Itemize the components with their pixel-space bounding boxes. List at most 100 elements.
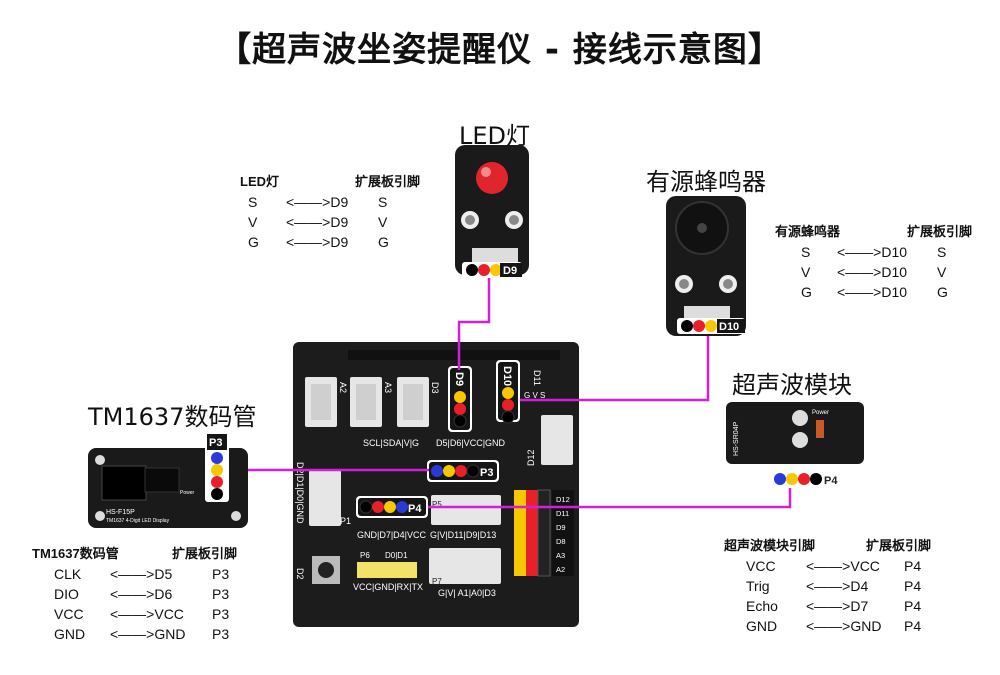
d9-board-plug: D9: [448, 366, 472, 432]
board-label-d11: D11: [532, 370, 542, 386]
connector-d3: [397, 377, 429, 427]
tm1637-power: Power: [180, 490, 195, 496]
buzzer-arrow: <——>D10: [837, 264, 908, 280]
ultrasonic-table-head-module: 超声波模块引脚: [724, 538, 816, 553]
tm1637-model: HS-F15P: [106, 509, 135, 516]
led-board: G: [378, 234, 389, 250]
d10-board-plug: D10: [496, 360, 520, 424]
tm1637-arrow: <——>D6: [110, 586, 173, 602]
page-title: 【超声波坐姿提醒仪 - 接线示意图】: [217, 30, 783, 70]
buzzer-board: V: [937, 264, 947, 280]
ultrasonic-arrow: <——>VCC: [806, 558, 880, 574]
right-pin-3: D8: [556, 537, 566, 546]
led-pin: V: [248, 214, 258, 230]
buzzer-title: 有源蜂鸣器: [646, 168, 766, 196]
buzzer-arrow: <——>D10: [837, 244, 908, 260]
buzzer-board: S: [937, 244, 947, 260]
tm1637-board: P3: [212, 586, 230, 602]
board-label-p7: P7: [432, 577, 442, 586]
led-pin: G: [248, 234, 259, 250]
buzzer-arrow: <——>D10: [837, 284, 908, 300]
ultrasonic-tag: P4: [824, 475, 838, 487]
board-label-p6: P6: [360, 551, 370, 560]
right-pin-headers: [514, 489, 574, 577]
d10-plug-label: D10: [501, 366, 513, 386]
tm1637-title: TM1637数码管: [88, 403, 257, 431]
board-label-d12: D12: [526, 449, 536, 466]
p4-board-plug: P4: [356, 496, 428, 518]
tm1637-tag: P3: [209, 437, 222, 449]
led-arrow: <——>D9: [286, 194, 349, 210]
buzzer-tag: D10: [719, 321, 739, 333]
led-table-head-module: LED灯: [240, 174, 280, 189]
ultrasonic-table-head-board: 扩展板引脚: [866, 538, 932, 553]
wire-ultrasonic-p4: [428, 487, 792, 509]
wire-led-d9: [457, 274, 491, 370]
tm1637-arrow: <——>VCC: [110, 606, 184, 622]
right-pin-4: A3: [556, 551, 565, 560]
board-label-gvs: G V S: [524, 391, 545, 400]
buzzer-module: D10: [666, 196, 746, 336]
led-arrow: <——>D9: [286, 214, 349, 230]
board-label-p1: P1: [340, 516, 351, 526]
led-table-head-board: 扩展板引脚: [355, 174, 421, 189]
ultrasonic-power: Power: [812, 410, 829, 416]
led-tag: D9: [503, 265, 517, 277]
buzzer-pin: S: [801, 244, 811, 260]
buzzer-board: G: [937, 284, 948, 300]
led-arrow: <——>D9: [286, 234, 349, 250]
board-label-d2: D2: [295, 568, 305, 580]
buzzer-pin: G: [801, 284, 812, 300]
ultrasonic-title: 超声波模块: [732, 371, 852, 399]
wire-buzzer-d10: [520, 334, 710, 402]
ultrasonic-board: P4: [904, 578, 922, 594]
tm1637-table-head-module: TM1637数码管: [32, 546, 119, 561]
board-label-p4-header: GND|D7|D4|VCC: [357, 530, 427, 540]
buzzer-pin: V: [801, 264, 811, 280]
led-board: V: [378, 214, 388, 230]
ultrasonic-board: P4: [904, 558, 922, 574]
board-label-p5: P5: [432, 500, 442, 509]
led-pin: S: [248, 194, 258, 210]
board-label-a3: A3: [383, 382, 393, 393]
board-label-p6-header: VCC|GND|RX|TX: [353, 582, 423, 592]
ultrasonic-arrow: <——>D4: [806, 578, 869, 594]
d9-plug-label: D9: [453, 372, 465, 386]
buzzer-table-head-board: 扩展板引脚: [907, 224, 973, 239]
tm1637-pin: GND: [54, 626, 86, 642]
ultrasonic-board: P4: [904, 598, 922, 614]
led-board: S: [378, 194, 388, 210]
right-pin-5: A2: [556, 565, 565, 574]
tm1637-arrow: <——>D5: [110, 566, 173, 582]
board-label-p5-header: G|V|D11|D9|D13: [430, 530, 496, 540]
wires: [235, 274, 792, 509]
tm1637-desc: TM1637 4-Digit LED Display: [106, 518, 170, 524]
ultrasonic-pin: Trig: [746, 578, 770, 594]
led-module: D9: [455, 145, 529, 278]
ultrasonic-arrow: <——>GND: [806, 618, 882, 634]
p4-plug-label: P4: [408, 503, 422, 515]
tm1637-pin: DIO: [54, 586, 79, 602]
buzzer-table-head-module: 有源蜂鸣器: [775, 224, 841, 239]
board-label-p1-header: D2|D1|D0|GND: [295, 462, 305, 524]
ultrasonic-pin: Echo: [746, 598, 778, 614]
board-label-d3: D3: [430, 382, 440, 394]
tm1637-module: HS-F15P TM1637 4-Digit LED Display Power…: [88, 432, 248, 528]
right-pin-1: D11: [556, 509, 569, 518]
right-pin-0: D12: [556, 495, 570, 504]
right-pin-2: D9: [556, 523, 566, 532]
connector-a2: [305, 377, 337, 427]
board-label-a2: A2: [338, 382, 348, 393]
tm1637-pin: CLK: [54, 566, 82, 582]
ultrasonic-pin: GND: [746, 618, 778, 634]
board-label-p6-sub: D0|D1: [385, 551, 408, 560]
p3-board-plug: P3: [427, 460, 499, 482]
tm1637-arrow: <——>GND: [110, 626, 186, 642]
ultrasonic-board: P4: [904, 618, 922, 634]
ultrasonic-module: HS-SR04P Power P4: [726, 402, 864, 488]
expansion-board: A2 A3 D3 D11 SCL|SDA|V|G D5|D6|VCC|GND D…: [293, 342, 579, 627]
ultrasonic-chip: HS-SR04P: [733, 421, 740, 456]
